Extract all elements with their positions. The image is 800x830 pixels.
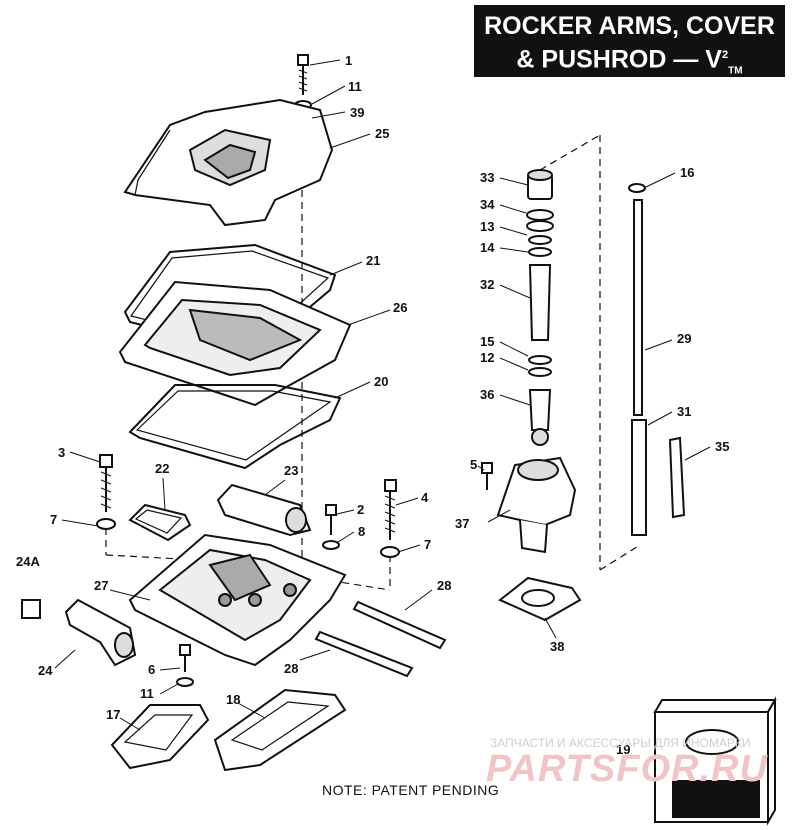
callout-24A: 24A (16, 554, 40, 569)
gasket-icon (230, 701, 330, 751)
bushing-icon (21, 599, 41, 619)
bolt-icon (481, 462, 493, 490)
callout-1: 1 (345, 53, 352, 68)
callout-7-left: 7 (50, 512, 57, 527)
washer-icon (628, 183, 646, 193)
pushrod-cover-icon (528, 264, 552, 341)
washer-icon (96, 518, 116, 530)
callout-22: 22 (155, 461, 169, 476)
callout-31: 31 (677, 404, 691, 419)
pushrod-tube-clip-icon (668, 436, 686, 519)
bolt-icon (179, 644, 191, 672)
callout-4: 4 (421, 490, 429, 505)
o-ring-icon (528, 367, 552, 377)
rocker-support-plate-icon (128, 533, 347, 667)
patent-note: NOTE: PATENT PENDING (322, 782, 500, 798)
harley-davidson-box-icon (653, 696, 777, 826)
callout-16: 16 (680, 165, 694, 180)
callout-25: 25 (375, 126, 389, 141)
gasket-icon (135, 390, 332, 461)
bolt-icon (384, 479, 397, 540)
rocker-arm-icon (216, 483, 312, 537)
callout-leader-lines (54, 59, 711, 731)
rocker-arm-icon (64, 598, 137, 667)
callout-18: 18 (226, 692, 240, 707)
o-ring-icon (528, 247, 552, 257)
title-line-1: ROCKER ARMS, COVER (484, 12, 775, 40)
callout-labels: 1 11 39 25 21 26 20 3 22 23 2 4 7 8 7 24… (16, 53, 729, 757)
callout-17: 17 (106, 707, 120, 722)
watermark-logo: PARTSFOR.RU (486, 748, 768, 790)
callout-28-bottom: 28 (284, 661, 298, 676)
washer-icon (176, 677, 194, 687)
pushrod-icon (633, 199, 643, 416)
rocker-shaft-icon (352, 600, 447, 650)
callout-7-right: 7 (424, 537, 431, 552)
rocker-shaft-icon (314, 630, 414, 678)
bolt-icon (297, 54, 309, 95)
callout-38: 38 (550, 639, 564, 654)
lifter-block-icon (496, 456, 577, 554)
callout-33: 33 (480, 170, 494, 185)
washer-icon (322, 540, 340, 550)
callout-29: 29 (677, 331, 691, 346)
callout-20: 20 (374, 374, 388, 389)
callout-12: 12 (480, 350, 494, 365)
callout-11: 11 (348, 79, 362, 94)
callout-28-top: 28 (437, 578, 451, 593)
callout-39: 39 (350, 105, 364, 120)
callout-24: 24 (38, 663, 53, 678)
callout-15: 15 (480, 334, 494, 349)
callout-36: 36 (480, 387, 494, 402)
callout-11-bottom: 11 (140, 686, 154, 701)
callout-5: 5 (470, 457, 477, 472)
callout-23: 23 (284, 463, 298, 478)
gasket-icon (134, 509, 183, 534)
callout-37: 37 (455, 516, 469, 531)
rocker-housing-icon (118, 280, 352, 407)
callout-13: 13 (480, 219, 494, 234)
callout-19: 19 (616, 742, 630, 757)
gasket-icon (123, 714, 194, 751)
gasket-icon (128, 503, 192, 542)
gasket-icon (213, 688, 347, 772)
callout-34: 34 (480, 197, 495, 212)
callout-2: 2 (357, 502, 364, 517)
callout-26: 26 (393, 300, 407, 315)
callout-35: 35 (715, 439, 729, 454)
gasket-icon (128, 384, 342, 470)
gasket-icon (498, 576, 582, 622)
callout-32: 32 (480, 277, 494, 292)
rocker-cover-icon (123, 98, 334, 227)
callout-8: 8 (358, 524, 365, 539)
callout-27: 27 (94, 578, 108, 593)
callout-21: 21 (366, 253, 380, 268)
spring-cap-icon (526, 209, 554, 221)
pushrod-icon (631, 419, 647, 536)
tappet-icon (528, 389, 552, 431)
callout-6: 6 (148, 662, 155, 677)
callout-14: 14 (480, 240, 495, 255)
callout-3: 3 (58, 445, 65, 460)
watermark-caption: ЗАПЧАСТИ И АКСЕССУАРЫ ДЛЯ ИНОМАРКИ (490, 736, 751, 750)
diagram-title: ROCKER ARMS, COVER & PUSHROD — V2TM (474, 5, 785, 77)
bolt-icon (325, 504, 337, 535)
o-ring-icon (528, 235, 552, 245)
title-line-2: & PUSHROD — V2TM (516, 45, 743, 77)
washer-icon (380, 546, 400, 558)
o-ring-icon (528, 355, 552, 365)
gasket-icon (110, 704, 210, 770)
bolt-icon (99, 454, 113, 512)
